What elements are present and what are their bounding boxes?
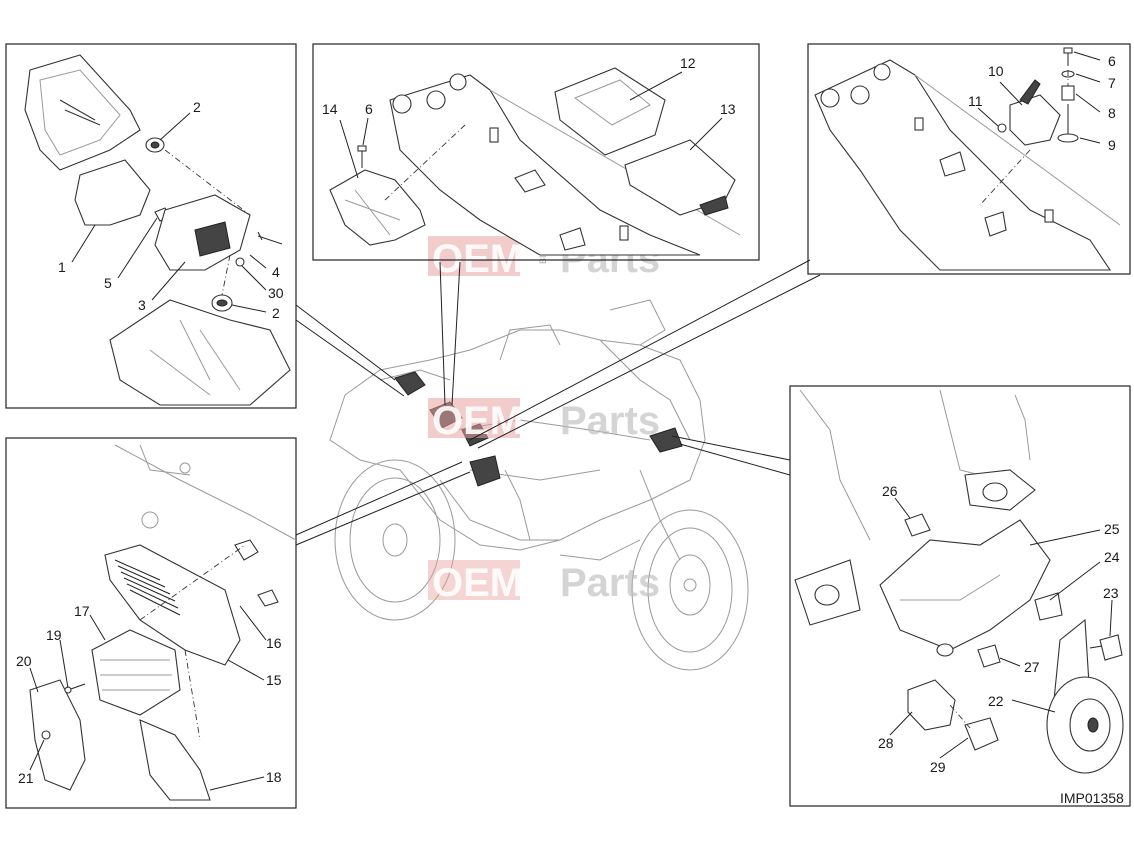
callout-28: 28 [878, 735, 894, 751]
watermark-parts: Parts [560, 561, 660, 605]
callout-9: 9 [1108, 137, 1116, 153]
callout-11: 11 [968, 93, 983, 109]
panel-bottom-right: 26 25 24 23 27 22 28 29 [789, 385, 1131, 807]
motorcycle-overview [329, 299, 749, 671]
callout-27: 27 [1024, 659, 1040, 675]
callout-29: 29 [930, 759, 946, 775]
watermark-oem: OEM [432, 237, 523, 281]
callout-10: 10 [988, 63, 1004, 79]
callout-8: 8 [1108, 105, 1116, 121]
callout-20: 20 [16, 653, 32, 669]
panel-top-right: 6 7 10 11 8 9 [807, 43, 1131, 275]
callout-1: 1 [58, 259, 66, 275]
image-code: IMP01358 [1060, 790, 1124, 806]
callout-24: 24 [1104, 549, 1120, 565]
callout-5: 5 [104, 275, 112, 291]
watermark-oem: OEM [432, 561, 523, 605]
callout-25: 25 [1104, 521, 1120, 537]
callout-22: 22 [988, 693, 1004, 709]
callout-15: 15 [266, 672, 282, 688]
panel-bottom-left: 17 19 20 16 15 21 18 [5, 437, 297, 809]
panel-top-left: 2 1 5 3 4 30 2 [5, 43, 297, 409]
callout-2-lower: 2 [272, 305, 280, 321]
callout-7: 7 [1108, 75, 1116, 91]
callout-3: 3 [138, 297, 146, 313]
callout-18: 18 [266, 769, 282, 785]
panel-top-middle: 14 6 12 13 [312, 43, 760, 261]
callout-26: 26 [882, 483, 898, 499]
callout-13: 13 [720, 101, 736, 117]
watermark-parts: Parts [560, 399, 660, 443]
panel-leaders [295, 259, 821, 546]
callout-4: 4 [272, 264, 280, 280]
watermark: OEM BIKE Parts OEM Parts OEM Parts [428, 236, 660, 605]
callout-12: 12 [680, 55, 696, 71]
callout-6: 6 [365, 101, 373, 117]
callout-23: 23 [1103, 585, 1119, 601]
callout-6-right: 6 [1108, 53, 1116, 69]
callout-19: 19 [46, 627, 62, 643]
callout-14: 14 [322, 101, 338, 117]
callout-17: 17 [74, 603, 90, 619]
callout-2: 2 [193, 99, 201, 115]
callout-30: 30 [268, 285, 284, 301]
callout-21: 21 [18, 770, 34, 786]
callout-16: 16 [266, 635, 282, 651]
